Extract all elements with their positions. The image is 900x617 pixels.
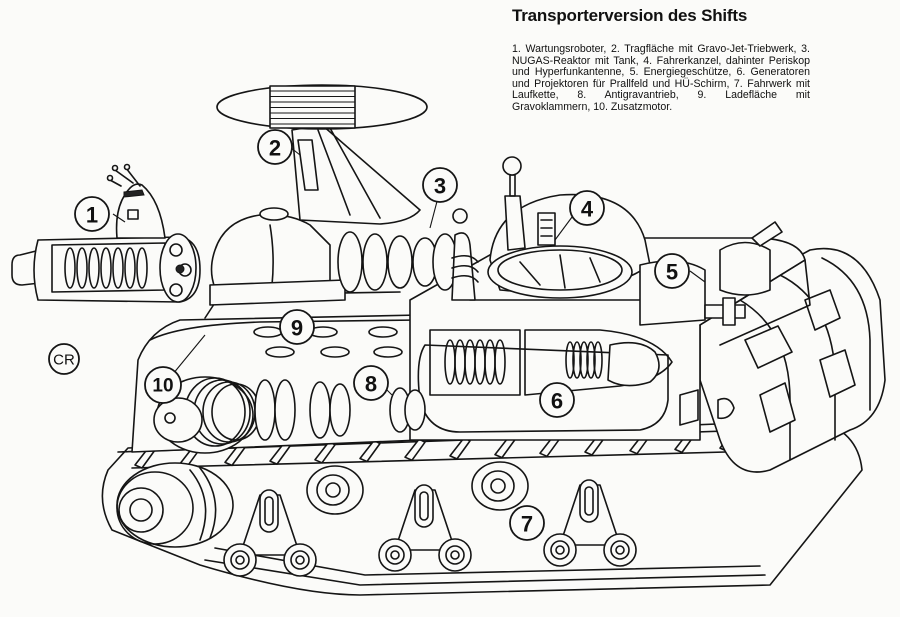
callout-number: 6 [551, 389, 563, 414]
return-roller [471, 461, 529, 511]
callout-10: 10 [144, 366, 182, 404]
return-roller [306, 465, 364, 515]
callout-5: 5 [654, 253, 690, 289]
callout-7: 7 [509, 505, 545, 541]
callout-number: 1 [86, 203, 98, 228]
callout-number: 3 [434, 174, 446, 199]
cockpit-dome [451, 156, 651, 301]
callout-9: 9 [279, 309, 315, 345]
callout-number: 8 [365, 372, 377, 397]
callout-4: 4 [569, 190, 605, 226]
track-assembly [101, 419, 863, 596]
callout-8: 8 [353, 365, 389, 401]
callout-3: 3 [422, 167, 458, 203]
callout-number: 10 [152, 376, 173, 397]
artist-monogram: CR [48, 343, 80, 375]
callout-number: 5 [666, 260, 678, 285]
side-armor [699, 247, 886, 473]
bogie-wheel-set [378, 484, 472, 572]
legend-item: 5. Energiegeschütze, [629, 66, 732, 79]
callout-number: 9 [291, 316, 303, 341]
legend-item: 7. Fahrwerk mit Laufkette, [512, 77, 810, 102]
drive-train [153, 376, 426, 454]
maintenance-robot [11, 163, 201, 303]
track-cleat [404, 438, 426, 461]
reactor-tank [209, 207, 458, 306]
callout-6: 6 [539, 382, 575, 418]
gravo-jet-wing [216, 84, 428, 225]
legend-item: 4. Fahrerkanzel, dahinter Periskop und H… [512, 54, 810, 79]
track-cleat [314, 441, 336, 464]
caption-legend: 1. Wartungsroboter, 2. Tragfläche mit Gr… [512, 43, 811, 114]
idler-wheel [116, 462, 234, 548]
legend-item: 9. Ladefläche mit Gravoklammern, [512, 89, 810, 113]
monogram-text: CR [53, 352, 75, 369]
legend-item: 10. Zusatzmotor. [593, 100, 673, 113]
callout-number: 7 [521, 512, 533, 537]
callout-2: 2 [257, 129, 293, 165]
callout-1: 1 [74, 196, 110, 232]
legend-item: 3. NUGAS-Reaktor mit Tank, [512, 43, 810, 67]
track-cleat [359, 439, 381, 463]
legend-item: 8. Antigravantrieb, [577, 89, 679, 102]
page-title: Transporterversion des Shifts [512, 6, 748, 25]
legend-item: 6. Generatoren und Projektoren für Prall… [512, 66, 811, 90]
track-cleat [449, 437, 471, 460]
legend-item: 2. Tragfläche mit Gravo-Jet-Triebwerk, [611, 43, 797, 55]
bogie-wheel-set [223, 489, 317, 577]
callout-number: 4 [581, 197, 594, 222]
legend-item: 1. Wartungsroboter, [512, 43, 607, 55]
generator-bay [417, 329, 673, 433]
bogie-wheel-set [543, 479, 637, 567]
callout-number: 2 [269, 136, 281, 161]
